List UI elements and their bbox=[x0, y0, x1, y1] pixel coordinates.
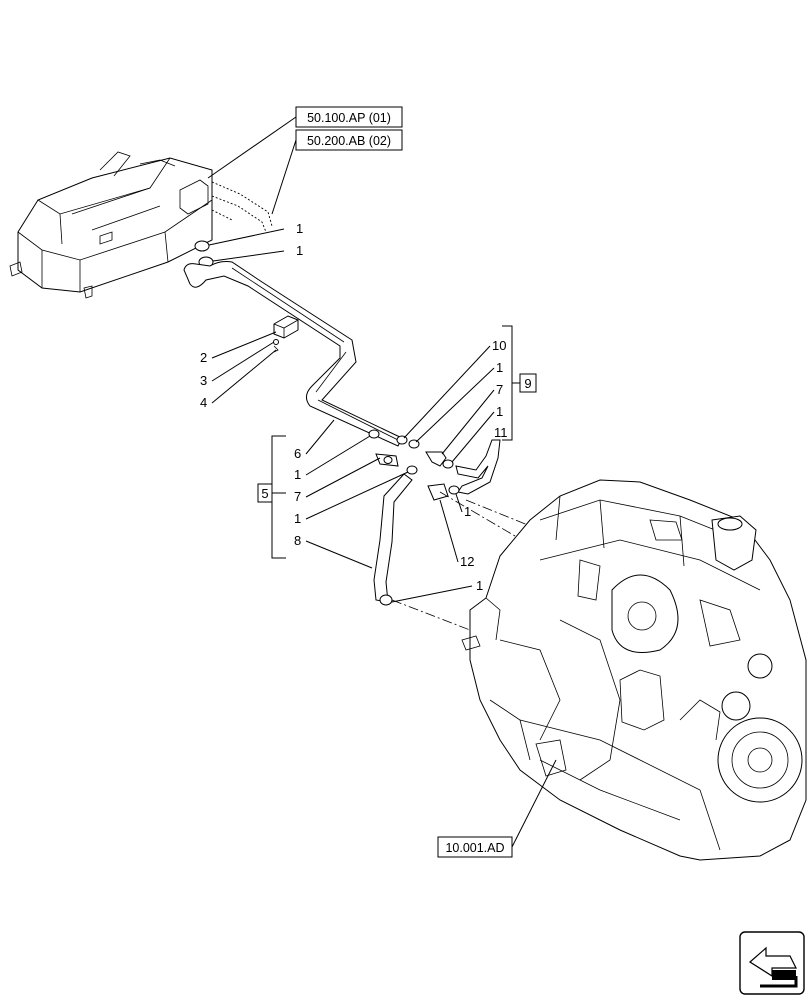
leader-c1b bbox=[212, 250, 285, 262]
leader-c1f bbox=[305, 471, 409, 520]
leader-ref-1 bbox=[207, 116, 297, 179]
leader-c12 bbox=[439, 499, 459, 563]
callout-1g: 1 bbox=[464, 504, 471, 519]
callout-1h: 1 bbox=[476, 578, 483, 593]
leader-c1h bbox=[391, 585, 473, 603]
callout-1b: 1 bbox=[296, 243, 303, 258]
group-box-5[interactable]: 5 bbox=[257, 483, 273, 503]
bracket-drawing bbox=[273, 315, 299, 353]
ref-box-50-200-ab[interactable]: 50.200.AB (02) bbox=[295, 129, 403, 151]
leader-c8 bbox=[305, 540, 373, 569]
centerline-2 bbox=[465, 499, 541, 531]
ref-box-10-001-ad[interactable]: 10.001.AD bbox=[437, 836, 513, 858]
ref-label-50-200-ab: 50.200.AB (02) bbox=[307, 134, 391, 148]
leader-c6 bbox=[305, 419, 335, 455]
callout-1a: 1 bbox=[296, 221, 303, 236]
leader-ref-2 bbox=[271, 139, 297, 215]
leader-c7b bbox=[305, 457, 381, 498]
engine-drawing bbox=[461, 479, 807, 861]
leader-c1g bbox=[455, 493, 463, 513]
ref-label-10-001-ad: 10.001.AD bbox=[445, 841, 504, 855]
callout-12: 12 bbox=[460, 554, 474, 569]
callout-1f: 1 bbox=[294, 511, 301, 526]
group-box-9[interactable]: 9 bbox=[519, 373, 537, 393]
callout-7b: 7 bbox=[294, 489, 301, 504]
leader-c1d bbox=[451, 411, 495, 463]
leader-c10 bbox=[403, 345, 491, 439]
callout-6: 6 bbox=[294, 446, 301, 461]
leader-engine-ref bbox=[511, 759, 557, 848]
callout-1e: 1 bbox=[294, 467, 301, 482]
callout-4: 4 bbox=[200, 395, 207, 410]
leader-c4 bbox=[211, 349, 277, 404]
center-pipe-drawing bbox=[368, 429, 501, 606]
tank-assembly-drawing bbox=[9, 151, 273, 299]
callout-7a: 7 bbox=[496, 382, 503, 397]
callout-1d: 1 bbox=[496, 404, 503, 419]
leader-c1e bbox=[305, 435, 371, 476]
centerline-3 bbox=[391, 599, 521, 653]
leader-c3 bbox=[211, 341, 275, 382]
leader-c1c bbox=[415, 367, 495, 443]
callout-2: 2 bbox=[200, 350, 207, 365]
page-arrow-icon[interactable] bbox=[739, 931, 805, 995]
callout-8: 8 bbox=[294, 533, 301, 548]
callout-10: 10 bbox=[492, 338, 506, 353]
callout-11: 11 bbox=[494, 425, 508, 440]
leader-c2 bbox=[211, 331, 277, 359]
group-label-9: 9 bbox=[524, 376, 531, 391]
ref-label-50-100-ap: 50.100.AP (01) bbox=[307, 111, 391, 125]
leader-c1a bbox=[208, 228, 285, 246]
upper-pipe-drawing bbox=[183, 240, 403, 447]
callouts: 1 1 2 3 4 10 1 7 1 11 6 1 7 1 8 1 12 bbox=[200, 221, 508, 603]
ref-box-50-100-ap[interactable]: 50.100.AP (01) bbox=[295, 106, 403, 128]
group-label-5: 5 bbox=[261, 486, 268, 501]
callout-1c: 1 bbox=[496, 360, 503, 375]
callout-3: 3 bbox=[200, 373, 207, 388]
leader-c7a bbox=[441, 389, 495, 455]
group-5-bracket bbox=[271, 435, 286, 559]
